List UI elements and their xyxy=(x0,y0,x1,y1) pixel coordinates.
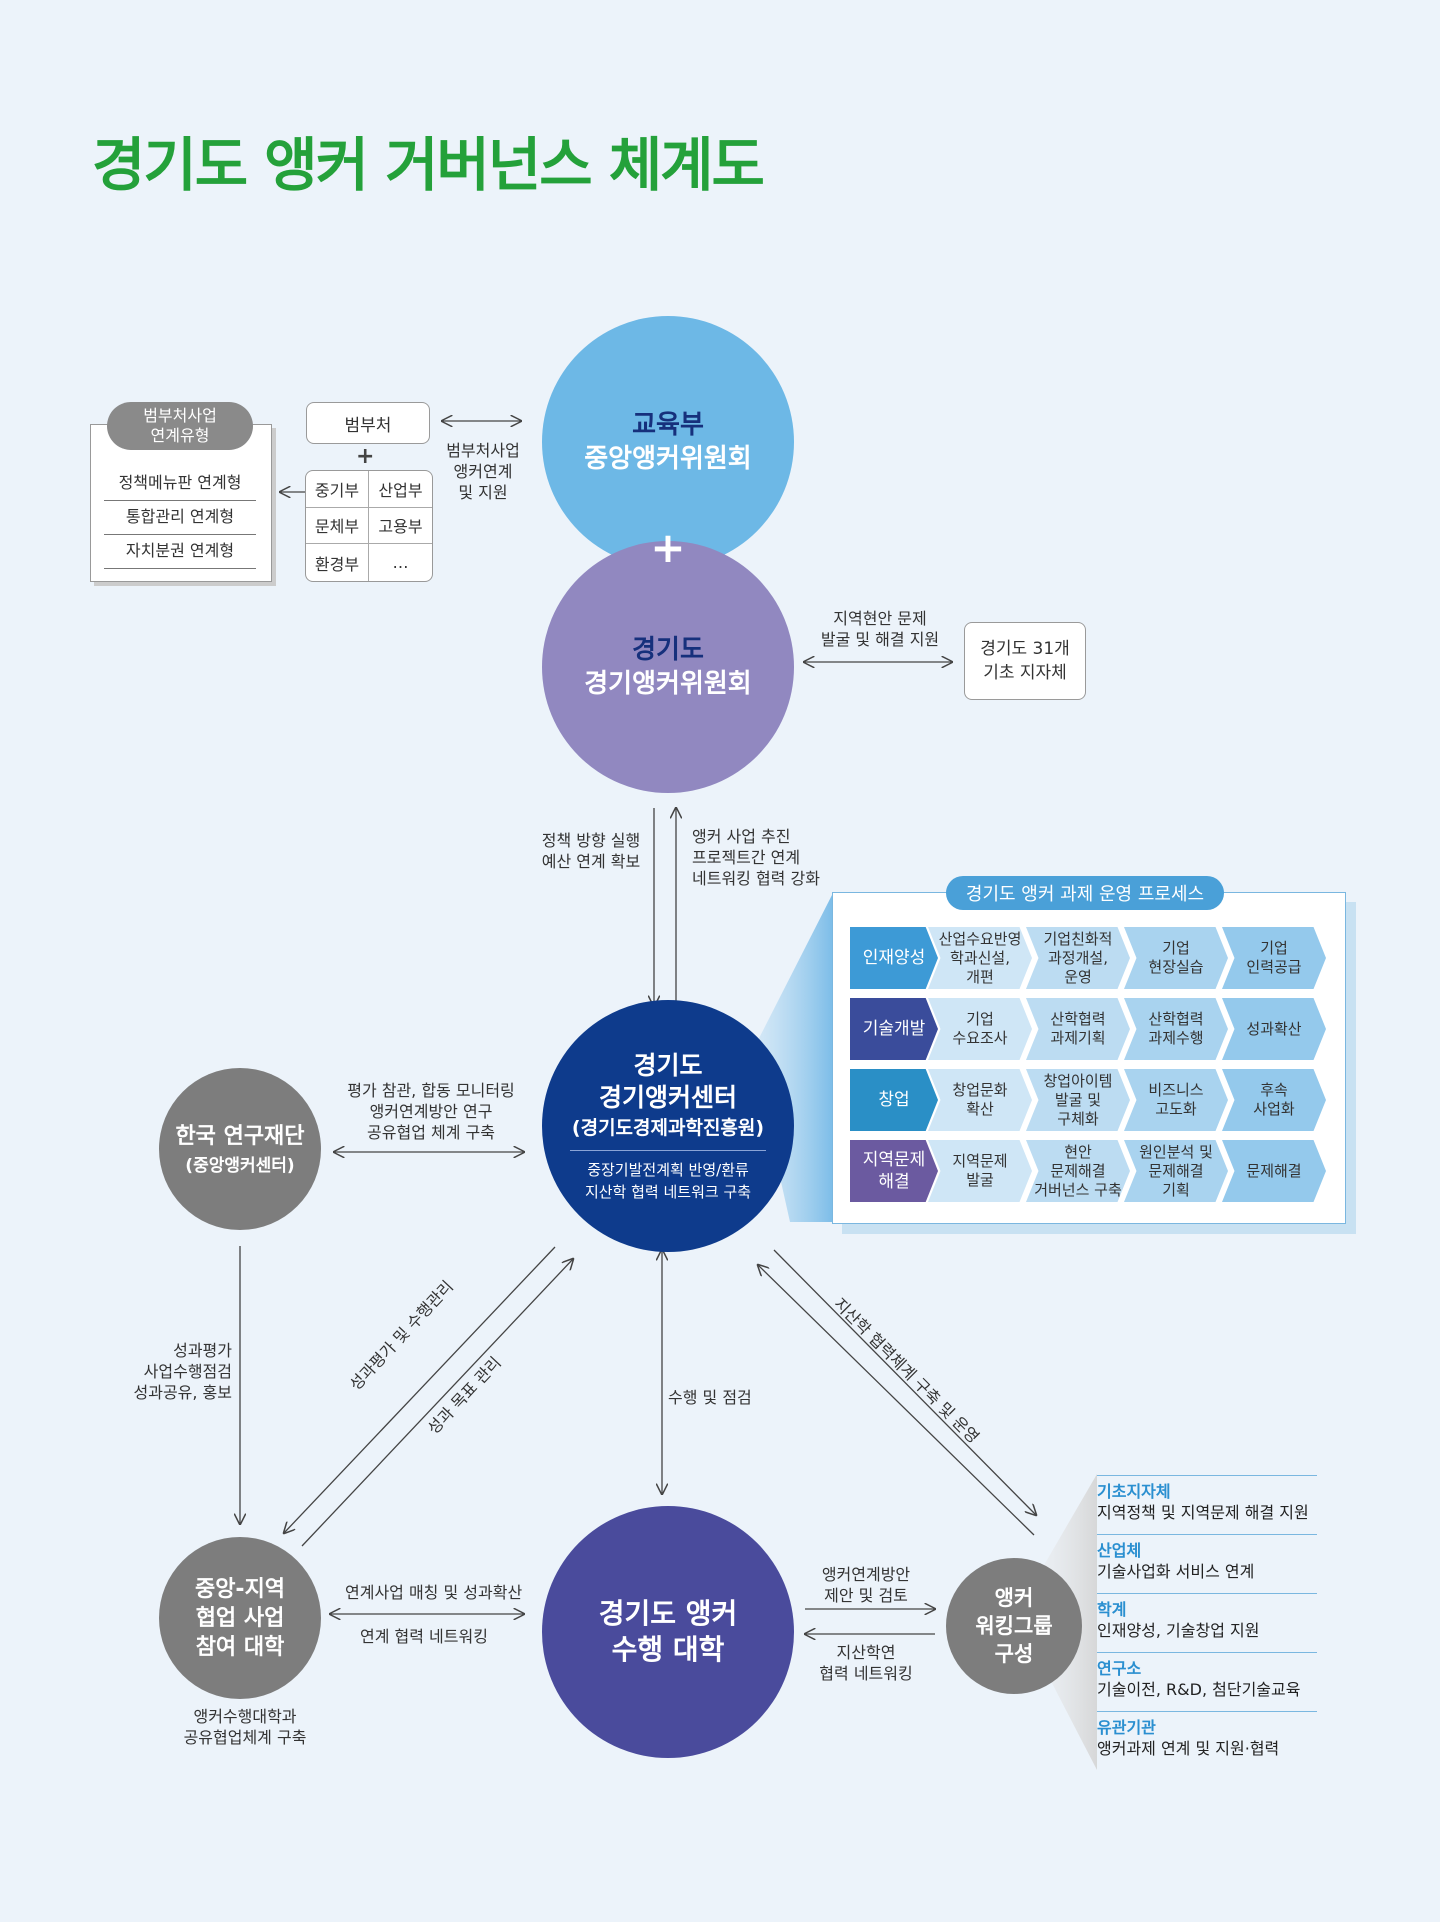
moe-title: 교육부 xyxy=(632,410,704,440)
center-sub: 중장기발전계획 반영/환류 xyxy=(587,1160,749,1179)
working-group-desc: 기술사업화 서비스 연계 xyxy=(1097,1562,1255,1581)
gyeonggi-committee-circle[interactable]: 경기도 경기앵커위원회 xyxy=(542,541,794,793)
coop-title: 협업 사업 xyxy=(195,1605,285,1631)
ministry-cell: 산업부 xyxy=(369,471,432,508)
page-title: 경기도 앵커 거버넌스 체계도 xyxy=(92,131,765,199)
university-title: 수행 대학 xyxy=(611,1633,725,1666)
ministry-cell: 고용부 xyxy=(369,508,432,545)
nrf-subtitle: (중앙앵커센터) xyxy=(185,1155,295,1176)
center-org: (경기도경제과학진흥원) xyxy=(571,1116,765,1139)
working-group-name: 산업체 xyxy=(1097,1541,1142,1560)
university-title: 경기도 앵커 xyxy=(598,1597,738,1630)
ministry-cell: 문체부 xyxy=(306,507,369,545)
gyeonggi-committee-title: 경기도 xyxy=(632,635,704,665)
working-group-desc: 앵커과제 연계 및 지원·협력 xyxy=(1097,1739,1280,1758)
coop-title: 참여 대학 xyxy=(195,1634,285,1660)
center-sub: 지산학 협력 네트워크 구축 xyxy=(584,1182,752,1201)
linkage-type-item: 정책메뉴판 연계형 xyxy=(104,462,256,501)
process-tag: 경기도 앵커 과제 운영 프로세스 xyxy=(946,876,1224,910)
gyeonggi-anchor-center-circle[interactable]: 경기도 경기앵커센터 (경기도경제과학진흥원) 중장기발전계획 반영/환류 지산… xyxy=(542,1000,794,1252)
pan-ministry-box: 범부처 xyxy=(306,402,430,444)
center-name: 경기앵커센터 xyxy=(598,1082,737,1112)
working-group-name: 학계 xyxy=(1097,1600,1127,1619)
ministry-cell: … xyxy=(392,553,409,573)
moe-subtitle: 중앙앵커위원회 xyxy=(584,444,752,474)
coop-title: 중앙-지역 xyxy=(194,1576,286,1602)
process-step: 성과확산 xyxy=(1222,998,1326,1060)
ministry-table: 중기부 산업부 문체부 고용부 환경부 … xyxy=(305,470,433,582)
process-step: 문제해결 xyxy=(1222,1140,1326,1202)
linkage-type-item: 자치분권 연계형 xyxy=(104,530,256,569)
execution-label: 수행 및 점검 xyxy=(668,1388,752,1407)
wg-title: 앵커 xyxy=(994,1586,1034,1610)
process-row-head: 창업 xyxy=(850,1069,938,1131)
coop-university-circle[interactable]: 중앙-지역 협업 사업 참여 대학 xyxy=(159,1537,321,1699)
nrf-circle[interactable]: 한국 연구재단 (중앙앵커센터) xyxy=(159,1068,321,1230)
process-row-head: 기술개발 xyxy=(850,998,938,1060)
working-group-desc: 지역정책 및 지역문제 해결 지원 xyxy=(1097,1503,1309,1522)
nrf-title: 한국 연구재단 xyxy=(175,1123,305,1149)
plus-icon: + xyxy=(650,523,686,572)
ministry-cell: 환경부 xyxy=(306,544,369,581)
wg-title: 워킹그룹 xyxy=(975,1614,1053,1638)
gyeonggi-committee-subtitle: 경기앵커위원회 xyxy=(584,669,752,699)
matching-label: 연계사업 매칭 및 성과확산 xyxy=(345,1583,523,1602)
ministry-cell: 중기부 xyxy=(306,471,369,508)
anchor-university-circle[interactable]: 경기도 앵커 수행 대학 xyxy=(542,1506,794,1758)
working-group-name: 기초지자체 xyxy=(1097,1482,1171,1501)
ministry-plus-icon: + xyxy=(356,444,375,469)
working-group-desc: 기술이전, R&D, 첨단기술교육 xyxy=(1097,1680,1301,1699)
wg-title: 구성 xyxy=(994,1642,1034,1666)
process-row-head: 인재양성 xyxy=(850,927,938,989)
center-title: 경기도 xyxy=(633,1050,703,1080)
linkage-type-box xyxy=(90,424,272,582)
working-group-name: 연구소 xyxy=(1097,1659,1142,1678)
working-group-circle[interactable]: 앵커 워킹그룹 구성 xyxy=(946,1558,1082,1694)
moe-central-committee-circle[interactable]: 교육부 중앙앵커위원회 xyxy=(542,316,794,568)
center-divider xyxy=(570,1149,766,1151)
network-label: 연계 협력 네트워킹 xyxy=(360,1627,488,1646)
linkage-type-item: 통합관리 연계형 xyxy=(104,496,256,535)
working-group-name: 유관기관 xyxy=(1097,1718,1156,1737)
working-group-desc: 인재양성, 기술창업 지원 xyxy=(1097,1621,1260,1640)
